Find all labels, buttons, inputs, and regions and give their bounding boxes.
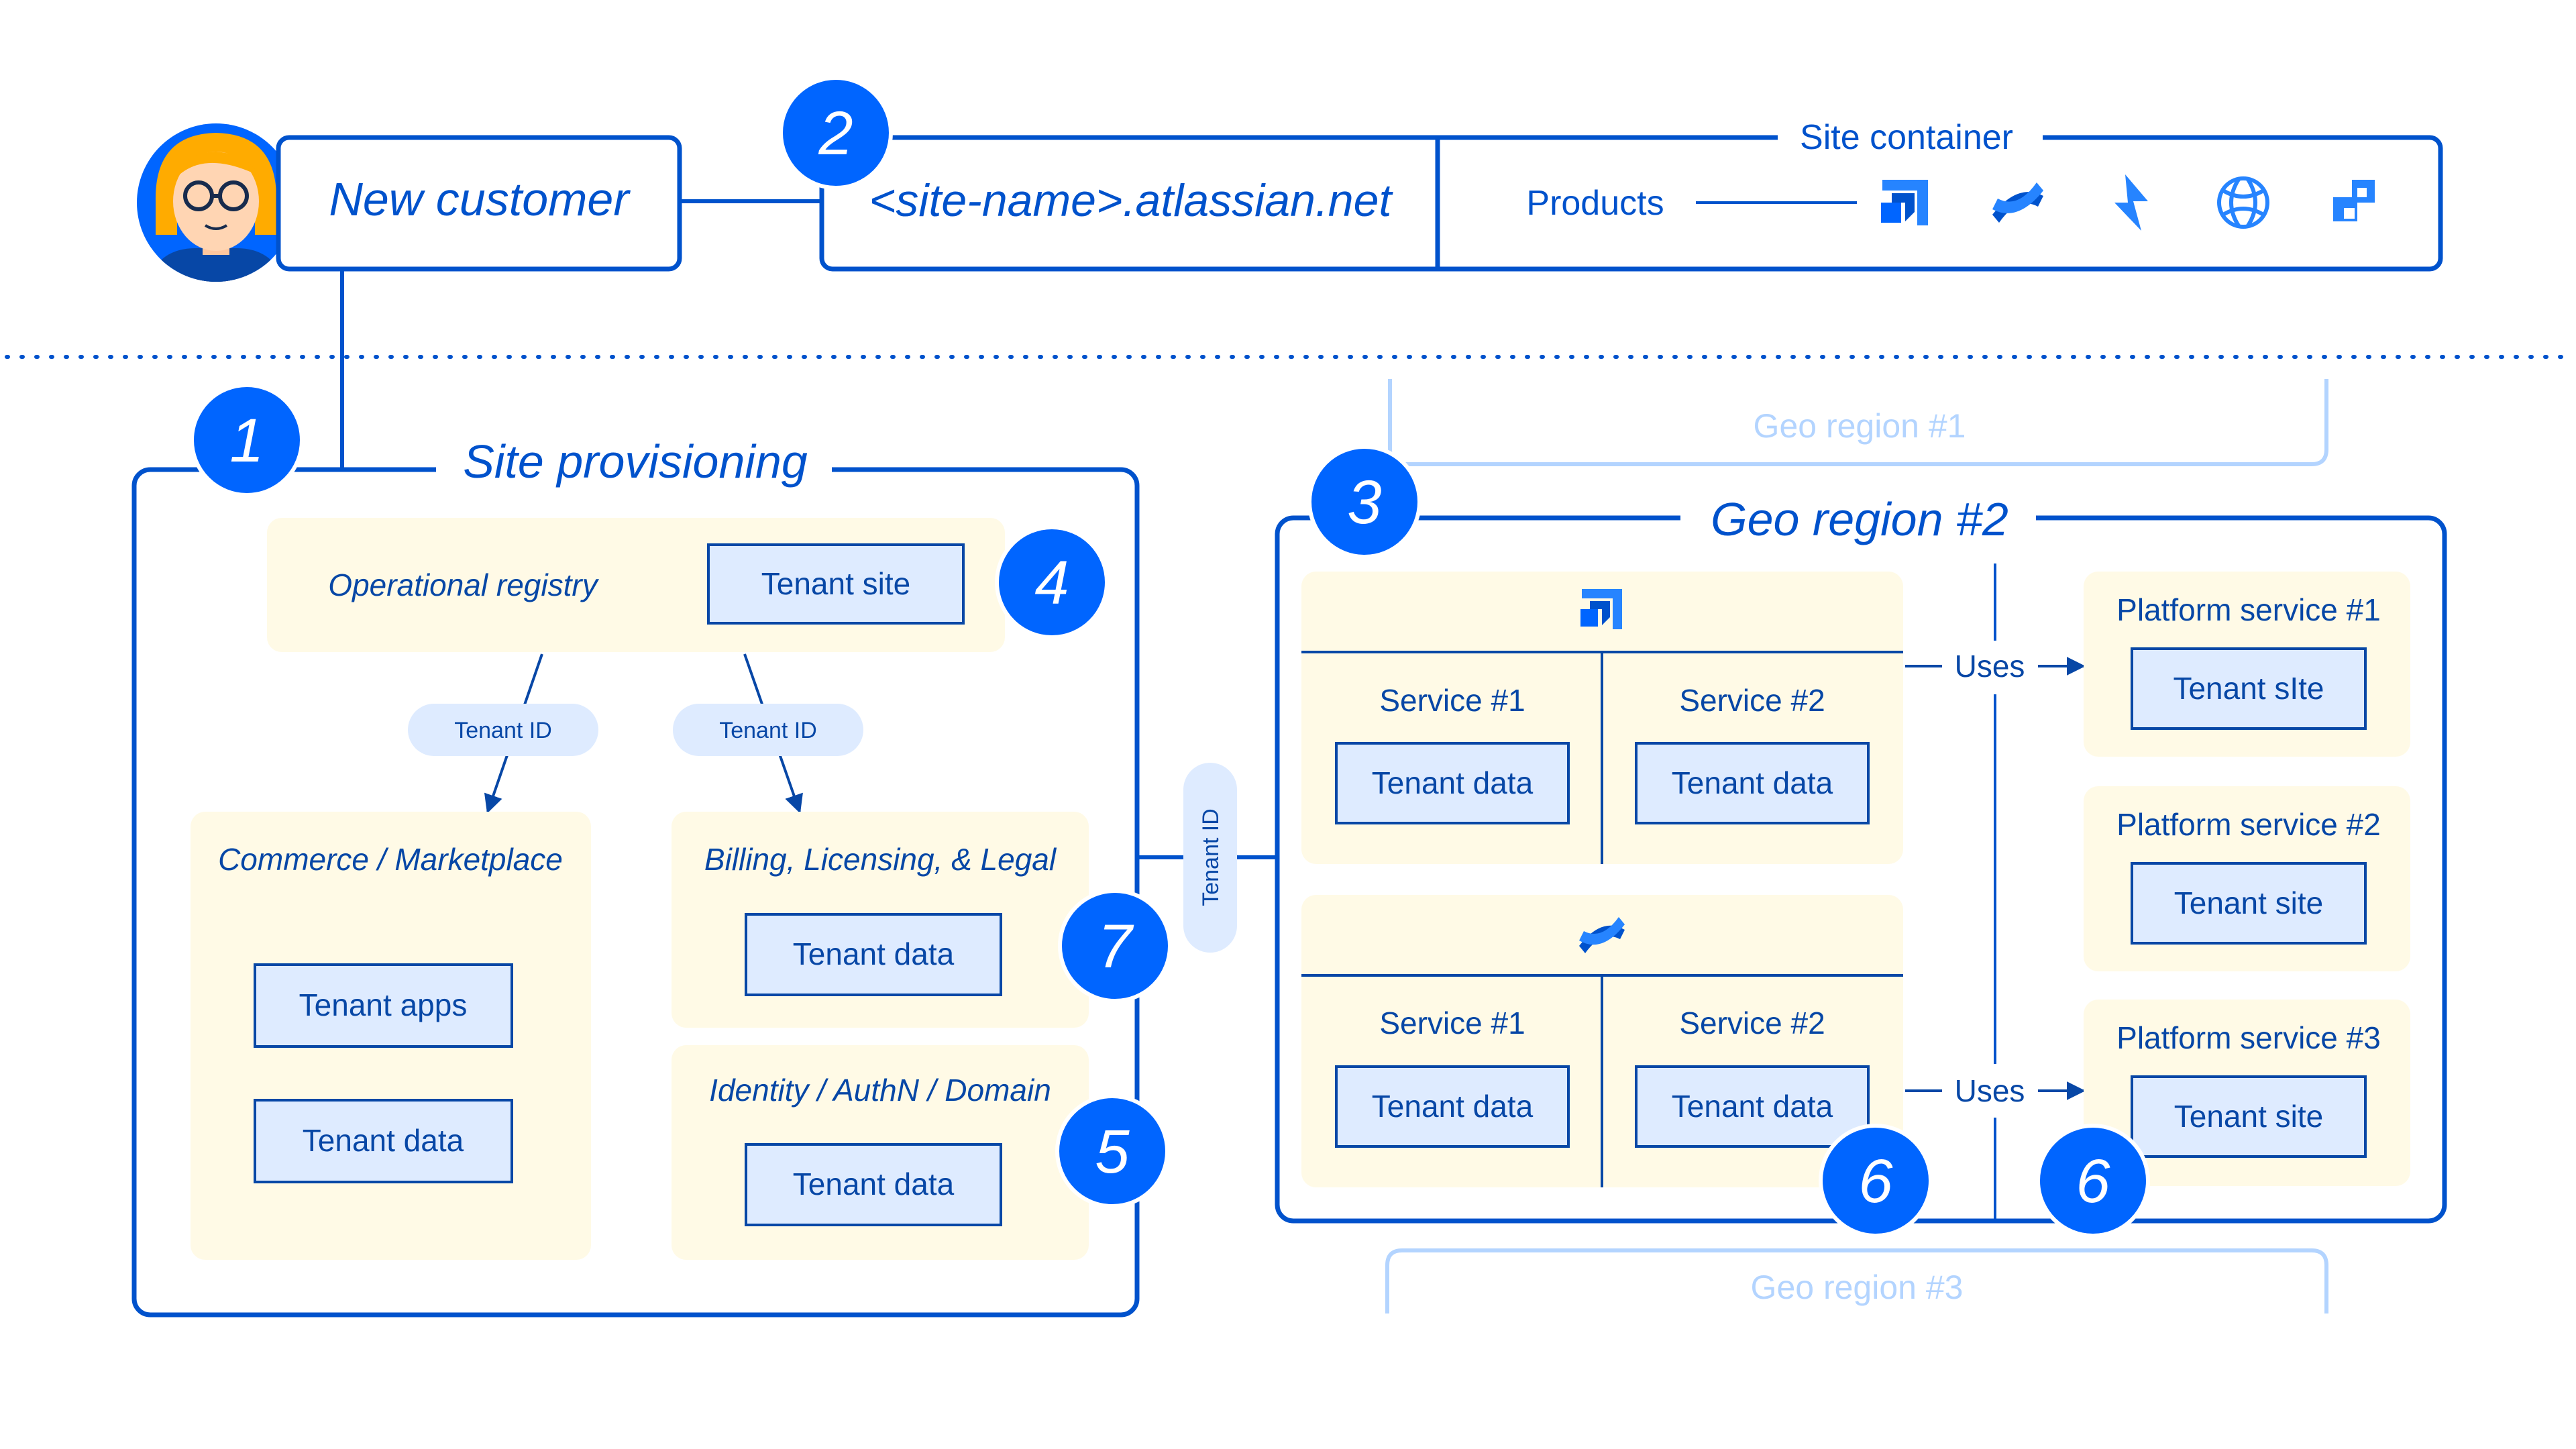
jira-service-2-data-label: Tenant data [1672, 765, 1833, 800]
uses-top-label: Uses [1955, 649, 2025, 684]
svg-text:7: 7 [1097, 912, 1134, 981]
globe-icon [2217, 176, 2269, 229]
billing-data-box [745, 913, 1002, 996]
geo-region-3-label: Geo region #3 [1751, 1269, 1964, 1306]
registry-tenant-box [707, 543, 965, 625]
platform-service-2-tenant-label: Tenant site [2174, 885, 2323, 920]
platform-service-2-tenant-box [2131, 862, 2367, 945]
badge-6-platform: 6 [2036, 1124, 2150, 1238]
confluence-service-2-label: Service #2 [1679, 1006, 1825, 1040]
confluence-service-2-data-label: Tenant data [1672, 1089, 1833, 1124]
billing-label: Billing, Licensing, & Legal [704, 842, 1057, 877]
jira-service-2-label: Service #2 [1679, 683, 1825, 718]
badge-3: 3 [1307, 445, 1421, 559]
registry-tenant-label: Tenant site [761, 566, 910, 601]
platform-service-1-tenant-label: Tenant sIte [2173, 671, 2324, 706]
registry-label: Operational registry [328, 568, 599, 602]
svg-text:6: 6 [2076, 1147, 2110, 1216]
confluence-service-1-label: Service #1 [1379, 1006, 1525, 1040]
svg-text:2: 2 [818, 99, 853, 168]
commerce-apps-box [254, 963, 513, 1048]
geo-region-1-label: Geo region #1 [1754, 407, 1966, 445]
badge-5: 5 [1055, 1094, 1169, 1208]
platform-service-3-tenant-label: Tenant site [2174, 1099, 2323, 1134]
billing-data-label: Tenant data [793, 936, 955, 971]
tenant-id-connector-pill [1183, 763, 1237, 953]
avatar [137, 123, 295, 282]
commerce-apps-label: Tenant apps [299, 987, 468, 1022]
site-container-label: Site container [1800, 118, 2013, 157]
products-label: Products [1526, 184, 1664, 223]
commerce-data-box [254, 1099, 513, 1183]
platform-service-2-label: Platform service #2 [2116, 807, 2381, 842]
platform-service-1-label: Platform service #1 [2116, 592, 2381, 627]
platform-service-3-label: Platform service #3 [2116, 1020, 2381, 1055]
svg-text:3: 3 [1347, 468, 1381, 537]
badge-1: 1 [190, 383, 304, 497]
site-container-box [819, 135, 2443, 272]
squares-icon [2333, 180, 2375, 221]
confluence-service-1-data-label: Tenant data [1372, 1089, 1534, 1124]
tenant-id-pill-right [673, 704, 863, 756]
tenant-id-connector-label: Tenant ID [1198, 808, 1224, 906]
confluence-group-icon [1579, 917, 1625, 953]
badge-6-services: 6 [1819, 1124, 1933, 1238]
uses-bottom-label: Uses [1955, 1073, 2025, 1108]
confluence-service-1-data-box [1335, 1065, 1570, 1148]
geo-region-2-label: Geo region #2 [1711, 493, 2008, 545]
jira-service-2-data-box [1635, 742, 1870, 824]
svg-text:1: 1 [229, 407, 264, 475]
site-provisioning-title: Site provisioning [463, 435, 808, 488]
confluence-icon [1992, 182, 2043, 223]
tenant-id-pill-left [408, 704, 598, 756]
tenant-id-pill-left-label: Tenant ID [454, 718, 552, 743]
jira-service-1-data-label: Tenant data [1372, 765, 1534, 800]
identity-label: Identity / AuthN / Domain [709, 1073, 1051, 1108]
jira-group-icon [1580, 589, 1622, 629]
svg-text:6: 6 [1858, 1147, 1893, 1216]
badge-7: 7 [1058, 889, 1172, 1003]
site-url: <site-name>.atlassian.net [869, 175, 1394, 226]
geo-region-3-box [1385, 1248, 2328, 1313]
platform-service-3-tenant-box [2131, 1075, 2367, 1158]
confluence-service-2-data-box [1635, 1065, 1870, 1148]
badge-4: 4 [995, 525, 1109, 639]
commerce-label: Commerce / Marketplace [218, 842, 563, 877]
new-customer-label: New customer [329, 173, 631, 225]
tenant-id-pill-right-label: Tenant ID [719, 718, 817, 743]
jira-service-1-label: Service #1 [1379, 683, 1525, 718]
jira-service-1-data-box [1335, 742, 1570, 824]
svg-text:4: 4 [1034, 549, 1069, 617]
platform-service-1-tenant-box [2131, 647, 2367, 730]
badge-2: 2 [779, 76, 893, 190]
lightning-icon [2114, 174, 2148, 231]
svg-text:5: 5 [1095, 1118, 1130, 1186]
identity-data-label: Tenant data [793, 1167, 955, 1201]
jira-icon [1881, 180, 1928, 225]
identity-data-box [745, 1143, 1002, 1226]
commerce-data-label: Tenant data [303, 1123, 464, 1158]
